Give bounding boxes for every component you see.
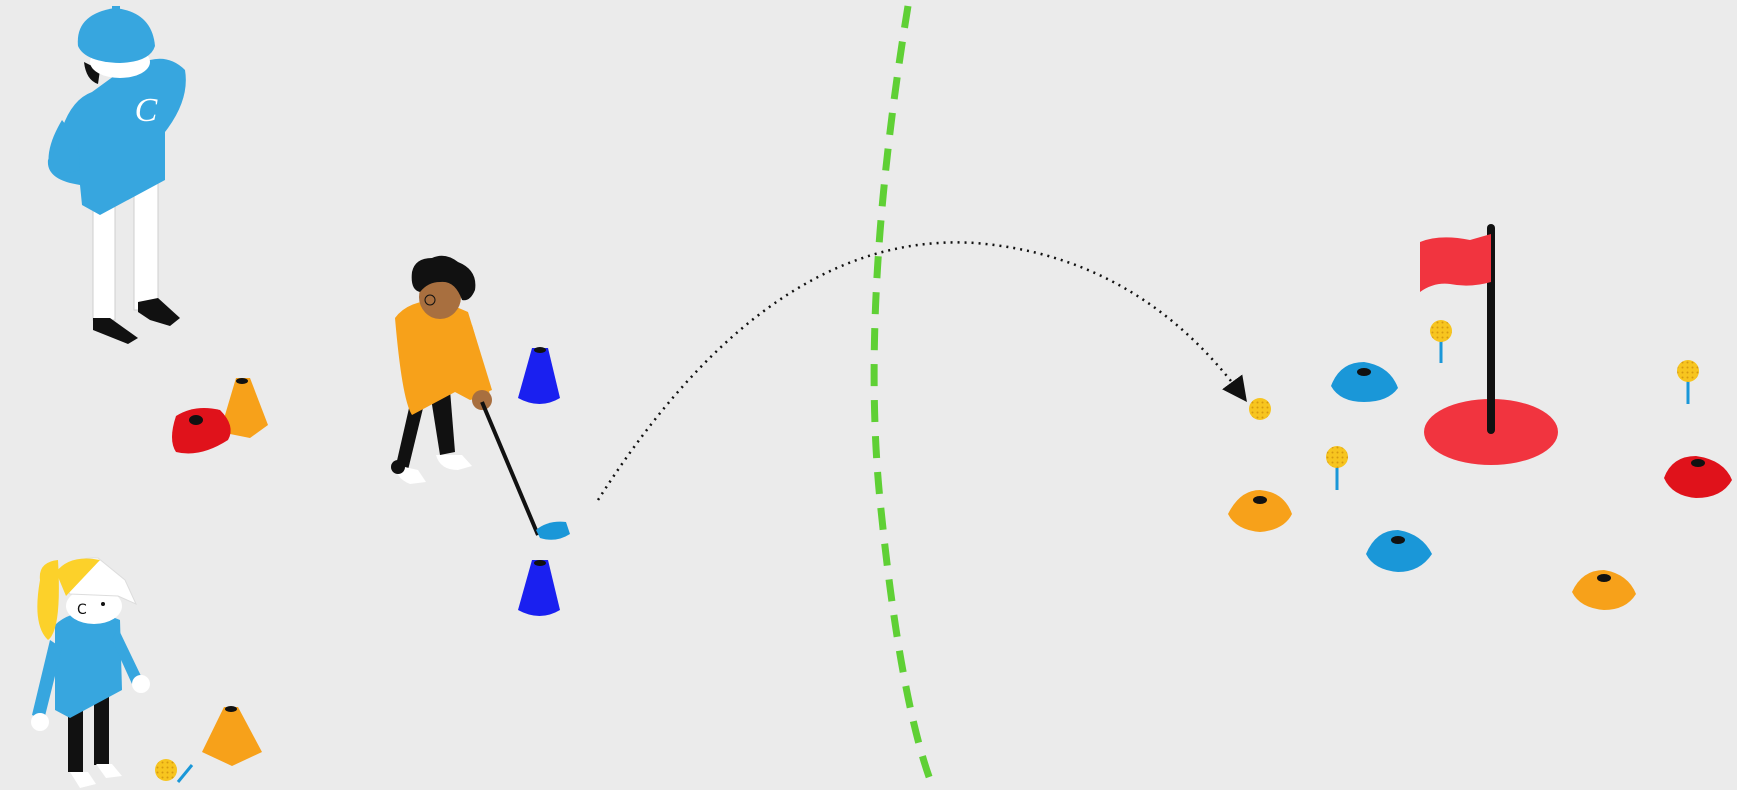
spectator-right-shoe xyxy=(96,764,122,778)
blue-gate-cones xyxy=(518,347,560,616)
dashed-boundary-line xyxy=(870,5,936,787)
putting-hole-group xyxy=(1420,224,1558,465)
cyan-disc-marker-2 xyxy=(1366,530,1432,572)
blue-cone-lower xyxy=(518,560,560,616)
coach-arm xyxy=(48,120,80,173)
orange-disc-marker-2-hole xyxy=(1597,574,1611,582)
spectator-face xyxy=(66,588,122,624)
flag-icon xyxy=(1420,234,1491,292)
teed-ball-1 xyxy=(1430,320,1452,342)
player-arm xyxy=(458,325,492,395)
landing-golf-ball xyxy=(1249,398,1271,420)
tee-markers xyxy=(1326,320,1699,490)
orange-disc-marker-1 xyxy=(1228,490,1292,532)
coach-shirt-letter: C xyxy=(135,92,158,129)
spectator-shirt xyxy=(55,611,122,718)
orange-disc-marker-1-hole xyxy=(1253,496,1267,504)
player-shoe-dot xyxy=(391,460,405,474)
disc-markers xyxy=(1228,362,1732,610)
coach-right-shoe xyxy=(138,298,180,326)
coach-cones-group xyxy=(172,378,268,454)
spectator-hand-right xyxy=(132,675,150,693)
spectator-arm-right xyxy=(112,628,142,684)
red-disc-marker-hole xyxy=(1691,459,1705,467)
player-face xyxy=(419,275,461,319)
spectator-eye xyxy=(101,602,105,606)
red-disc-cone-hole xyxy=(189,415,203,425)
spectator-hair-top xyxy=(56,558,100,596)
teed-ball-2 xyxy=(1326,446,1348,468)
spectator-arm-left xyxy=(32,640,62,720)
spectator-left-shoe xyxy=(70,772,96,788)
orange-traffic-cone-small-top xyxy=(225,706,237,712)
spectator-right-leg xyxy=(94,695,109,765)
blue-cone-upper-top xyxy=(534,347,546,353)
orange-traffic-cone-small xyxy=(202,707,262,766)
player-figure xyxy=(391,255,570,540)
teed-ball-3 xyxy=(1677,360,1699,382)
orange-disc-marker-2 xyxy=(1572,570,1636,610)
player-hair xyxy=(411,255,476,301)
ground-tee xyxy=(176,764,194,783)
player-back-leg xyxy=(396,395,425,470)
coach-cap xyxy=(77,8,155,63)
cyan-disc-marker-2-hole xyxy=(1391,536,1405,544)
player-front-shoe xyxy=(436,455,472,470)
golf-club-head xyxy=(536,521,570,540)
red-disc-cone xyxy=(172,408,231,454)
player-front-leg xyxy=(430,390,455,455)
coach-hair xyxy=(84,62,100,84)
cyan-disc-marker-1 xyxy=(1331,362,1398,402)
coach-shirt xyxy=(47,58,186,215)
blue-cone-upper xyxy=(518,348,560,404)
cyan-disc-marker-1-hole xyxy=(1357,368,1371,376)
golf-club-shaft xyxy=(480,401,540,536)
red-disc-marker xyxy=(1664,456,1732,498)
spectator-hair xyxy=(37,560,59,640)
spectator-left-leg xyxy=(68,700,83,772)
coach-cap-button xyxy=(112,6,120,12)
player-hand xyxy=(472,390,492,410)
orange-traffic-cone-top xyxy=(236,378,248,384)
spectator-equipment xyxy=(155,706,262,783)
ground-golf-ball xyxy=(155,759,177,781)
blue-cone-lower-top xyxy=(534,560,546,566)
player-ear xyxy=(424,294,436,306)
spectator-figure: C xyxy=(31,557,150,788)
coach-figure: C xyxy=(47,6,186,344)
orange-traffic-cone xyxy=(220,378,268,438)
spectator-hand-left xyxy=(31,713,49,731)
spectator-face-mark: C xyxy=(77,602,87,618)
coach-left-shoe xyxy=(93,318,138,344)
